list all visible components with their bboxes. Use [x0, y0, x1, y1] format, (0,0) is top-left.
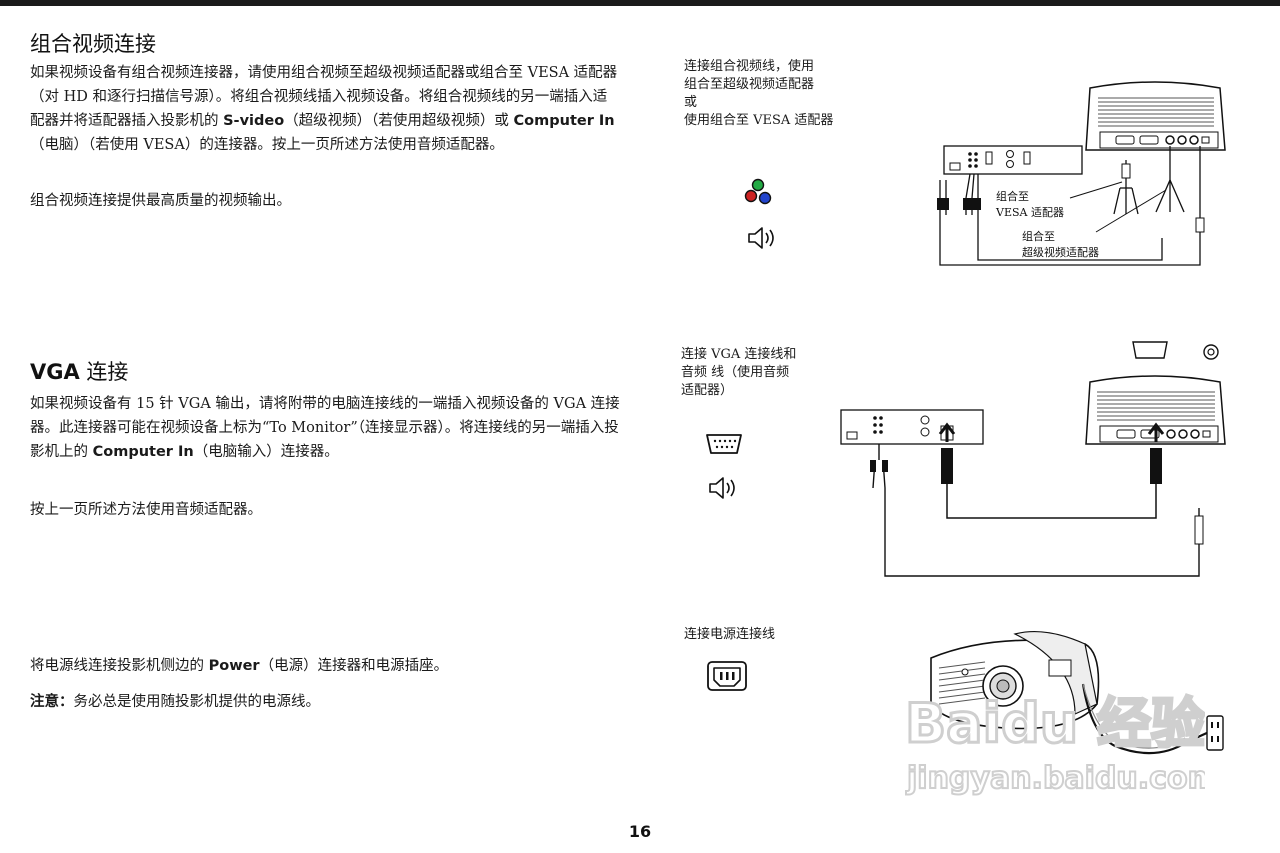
- section-title-vga: VGA 连接: [30, 356, 128, 386]
- top-rule: [0, 0, 1280, 6]
- component-quality-note: 组合视频连接提供最高质量的视频输出。: [30, 193, 291, 209]
- label-svideo-adapter: 超级视频适配器: [1022, 245, 1099, 259]
- keyword-computer-in: Computer In: [92, 444, 194, 460]
- video-source-device: [943, 145, 1083, 175]
- watermark-url: jingyan.baidu.com: [906, 761, 1205, 796]
- vga-caption: 连接 VGA 连接线和 音频 线（使用音频 适配器）: [681, 347, 797, 398]
- label-vesa-adapter: VESA 适配器: [995, 206, 1064, 219]
- keyword-svideo: S-video: [223, 113, 285, 129]
- power-port-icon: [706, 660, 748, 692]
- text-run: 如果视频设备有组合视频连接器，请使用组合视频至超级视频适配器或组合至 VESA …: [30, 65, 618, 129]
- power-caption: 连接电源连接线: [684, 627, 776, 642]
- component-video-icon: [742, 178, 778, 208]
- projector-rear: [1085, 375, 1226, 445]
- keyword-computer-in: Computer In: [513, 113, 615, 129]
- section-title-component: 组合视频连接: [30, 32, 156, 56]
- vga-port-icon: [704, 432, 744, 456]
- heading-text: 连接: [79, 360, 129, 384]
- label-vesa-adapter: 组合至: [996, 189, 1029, 203]
- text-run: （超级视频）（若使用超级视频）或: [284, 113, 509, 129]
- watermark-brand: Baidu 经验: [905, 692, 1205, 755]
- vga-connection-diagram: [835, 338, 1226, 583]
- component-paragraph: 如果视频设备有组合视频连接器，请使用组合视频至超级视频适配器或组合至 VESA …: [30, 61, 620, 157]
- vga-audio-note: 按上一页所述方法使用音频适配器。: [30, 502, 262, 518]
- note-label: 注意：: [30, 694, 74, 710]
- text-run: （电脑输入）连接器。: [193, 444, 339, 460]
- audio-speaker-icon: [747, 226, 779, 250]
- component-caption: 连接组合视频线，使用 组合至超级视频适配器 或 使用组合至 VESA 适配器: [684, 59, 834, 128]
- text-run: 将电源线连接投影机侧边的: [30, 658, 204, 674]
- page-number: 16: [628, 822, 652, 841]
- vga-paragraph: 如果视频设备有 15 针 VGA 输出，请将附带的电脑连接线的一端插入视频设备的…: [30, 392, 620, 464]
- component-connection-diagram: 组合至 VESA 适配器 组合至 超级视频适配器: [930, 80, 1230, 275]
- label-svideo-adapter: 组合至: [1022, 229, 1055, 243]
- projector-power-diagram: [925, 624, 1230, 774]
- text-run: 如果视频设备有 15 针 VGA 输出，请将附带的电脑连接线的一端插入视频设备的…: [30, 396, 620, 460]
- keyword-power: Power: [208, 658, 260, 674]
- audio-speaker-icon: [708, 476, 740, 500]
- power-note: 注意：务必总是使用随投影机提供的电源线。: [30, 690, 620, 714]
- heading-keyword: VGA: [30, 360, 80, 384]
- text-run: （电脑）（若使用 VESA）的连接器。按上一页所述方法使用音频适配器。: [30, 137, 504, 153]
- projector-rear: [1085, 81, 1226, 151]
- video-source-device: [840, 409, 984, 445]
- note-text: 务必总是使用随投影机提供的电源线。: [73, 694, 321, 710]
- power-paragraph: 将电源线连接投影机侧边的 Power（电源）连接器和电源插座。: [30, 654, 620, 678]
- baidu-jingyan-watermark: Baidu 经验 jingyan.baidu.com: [904, 690, 1220, 800]
- text-run: （电源）连接器和电源插座。: [259, 658, 449, 674]
